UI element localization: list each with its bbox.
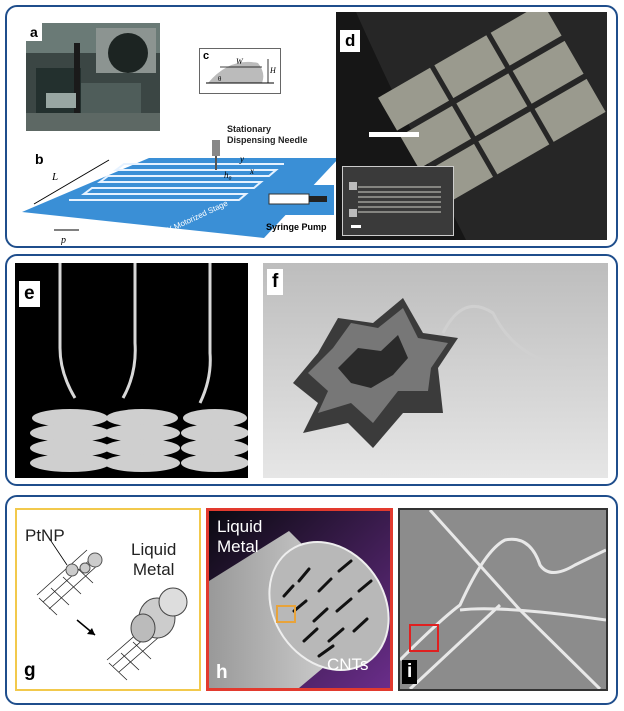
svg-text:W: W [236, 57, 244, 66]
label-g: g [19, 658, 41, 684]
schematic-b: L p XY Motorized Stage y x h₀ Syringe Pu… [14, 130, 344, 245]
stage-plate [22, 158, 339, 238]
label-L: L [51, 171, 58, 183]
label-e: e [19, 281, 40, 307]
syringe-pump-label: Syringe Pump [266, 222, 327, 232]
label-p: p [60, 235, 66, 245]
apparatus-photo [26, 23, 160, 131]
serpentine-path [69, 163, 284, 201]
photo-f: f [263, 263, 608, 478]
label-cnts: CNTs [327, 655, 369, 674]
star-structure-photo [263, 263, 608, 478]
sem-micrograph [400, 510, 606, 689]
label-ptnp: PtNP [25, 526, 65, 545]
ptnp-cnt-diagram [36, 537, 188, 681]
svg-text:H: H [269, 66, 277, 75]
label-a: a [26, 23, 42, 41]
label-liquid-metal-g: Liquid Metal [131, 540, 177, 579]
label-f: f [267, 269, 284, 295]
svg-text:θ: θ [218, 75, 222, 83]
droplet-cross-section: W H θ [206, 57, 277, 84]
label-i: i [402, 660, 418, 684]
diagram-h: Liquid Metal CNTs h [206, 508, 393, 691]
label-liquid-metal-h: Liquid Metal [217, 517, 263, 556]
printing-schematic: L p XY Motorized Stage y x h₀ Syringe Pu… [22, 140, 339, 245]
label-c: c [200, 49, 213, 63]
sem-i: i [398, 508, 608, 691]
liquid-metal-cnt-diagram [209, 511, 390, 688]
diagram-g: PtNP Liquid Metal g [15, 508, 201, 691]
svg-text:x: x [249, 166, 254, 176]
needle-label: Stationary Dispensing Needle [227, 124, 308, 145]
label-b: b [30, 148, 49, 170]
photo-d: d [336, 12, 607, 240]
label-d: d [340, 30, 361, 52]
helix-pillars-photo [15, 263, 248, 478]
inset-d [342, 166, 454, 236]
photo-a: a [26, 23, 160, 131]
svg-text:y: y [239, 154, 244, 164]
svg-text:h₀: h₀ [224, 170, 232, 180]
inset-c: W H θ c [199, 48, 281, 94]
label-h: h [216, 662, 228, 683]
needle [212, 140, 220, 156]
printed-lines-photo [336, 12, 607, 240]
photo-e: e [15, 263, 248, 478]
